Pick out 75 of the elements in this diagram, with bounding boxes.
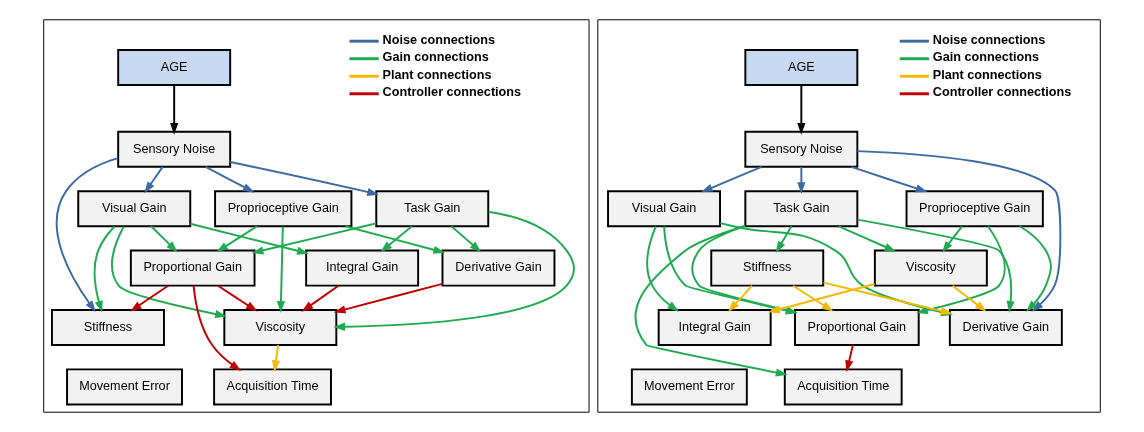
arrow <box>856 218 1015 313</box>
legend-label: Noise connections <box>932 32 1046 47</box>
node-box: Proportional Gain <box>129 249 256 287</box>
arrow <box>150 225 178 253</box>
node-box: Stiffness <box>710 249 825 287</box>
node-box: Acquisition Time <box>783 368 903 406</box>
arrow <box>189 222 309 255</box>
node-box: Task Gain <box>375 190 490 228</box>
cluster <box>43 19 590 413</box>
arrow <box>837 225 897 252</box>
arrow <box>216 225 259 253</box>
arrow <box>204 165 255 193</box>
node-box: Acquisition Time <box>213 368 332 406</box>
arrow <box>380 225 413 253</box>
arrow <box>333 210 575 331</box>
arrow <box>276 225 286 313</box>
arrow <box>775 225 793 253</box>
arrow <box>700 165 763 193</box>
node-box: AGE <box>117 49 232 86</box>
arrow <box>344 225 446 254</box>
arrow <box>797 165 806 194</box>
legend-label: Controller connections <box>932 85 1072 100</box>
arrow <box>768 283 876 314</box>
node-box: Movement Error <box>630 368 748 406</box>
node-box: Proprioceptive Gain <box>214 190 353 228</box>
node-box: Task Gain <box>744 190 859 228</box>
legend-label: Plant connections <box>382 67 492 82</box>
arrow <box>251 222 378 255</box>
node-box: Sensory Noise <box>744 130 859 168</box>
arrow <box>229 161 379 196</box>
node-box: Stiffness <box>51 309 165 346</box>
arrow <box>129 284 170 312</box>
node-box: Sensory Noise <box>117 130 232 168</box>
arrow <box>797 84 806 135</box>
node-box: Proprioceptive Gain <box>905 190 1044 228</box>
arrow <box>55 157 119 313</box>
arrow <box>192 284 242 371</box>
arrow <box>111 225 227 319</box>
node-box: Integral Gain <box>657 309 772 346</box>
legend-label: Plant connections <box>932 67 1042 82</box>
arrow <box>271 344 281 373</box>
arrow <box>301 284 340 312</box>
node-box: Viscosity <box>223 309 338 346</box>
node-box: Viscosity <box>873 249 988 287</box>
legend-label: Controller connections <box>382 85 522 100</box>
arrow <box>217 284 258 312</box>
node-box: AGE <box>744 49 859 86</box>
arrow <box>450 225 482 253</box>
node-box: Integral Gain <box>305 249 420 287</box>
arrow <box>333 282 444 314</box>
arrow <box>663 225 798 315</box>
arrow <box>170 84 179 135</box>
arrow <box>856 150 1062 312</box>
arrow <box>941 225 963 253</box>
arrow <box>951 284 987 312</box>
arrow <box>634 224 788 377</box>
node-box: Visual Gain <box>607 190 721 228</box>
arrow <box>845 344 854 373</box>
arrow <box>93 225 116 313</box>
node-box: Derivative Gain <box>441 249 556 287</box>
arrow <box>646 225 680 312</box>
arrow <box>1018 225 1052 312</box>
legend-label: Gain connections <box>932 50 1040 65</box>
node-box: Proportional Gain <box>794 309 920 346</box>
legend-label: Noise connections <box>382 32 496 47</box>
node-box: Derivative Gain <box>948 309 1063 346</box>
legend-label: Gain connections <box>382 50 489 65</box>
arrow <box>691 224 798 315</box>
node-box: Visual Gain <box>77 190 192 228</box>
arrow <box>144 165 164 194</box>
cluster <box>597 19 1101 413</box>
arrow <box>728 284 754 312</box>
arrow <box>792 284 834 312</box>
node-box: Movement Error <box>66 368 183 406</box>
arrow <box>850 165 928 193</box>
